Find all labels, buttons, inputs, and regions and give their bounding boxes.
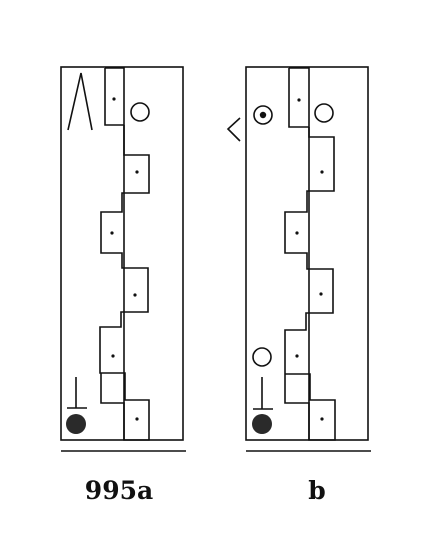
panel-b-strip-left-edge bbox=[288, 68, 309, 128]
panel-b-stem-bar-mark bbox=[253, 377, 273, 410]
panel-b-open-circle-top bbox=[314, 103, 334, 123]
panel-b-frame bbox=[245, 66, 369, 441]
panel-b-stepped-strip bbox=[284, 67, 336, 441]
panel-b-dot bbox=[295, 354, 299, 358]
panel-a-stepped-strip bbox=[99, 67, 150, 441]
panel-b-filled-circle-bottom bbox=[252, 414, 272, 434]
panel-b-dot bbox=[320, 170, 324, 174]
panel-b-dot bbox=[320, 417, 324, 421]
panel-a-dot bbox=[133, 293, 137, 297]
panel-b-open-circle-bottom bbox=[252, 347, 272, 367]
panel-b-dot bbox=[295, 231, 299, 235]
panel-b-label: b bbox=[308, 476, 326, 505]
panel-a-stem-bar-mark bbox=[67, 377, 87, 409]
panel-b-dotted-circle-top bbox=[253, 105, 273, 125]
panel-a-dot bbox=[135, 170, 139, 174]
panel-a-label: 995a bbox=[84, 476, 154, 505]
panel-a-open-circle-top bbox=[130, 102, 150, 122]
panel-a-frame bbox=[60, 66, 184, 441]
panel-a-strip-left-edge bbox=[104, 68, 124, 126]
panel-a-filled-circle-bottom bbox=[66, 414, 86, 434]
panel-b-angle-mark bbox=[226, 117, 241, 142]
panel-a-long-line-mark bbox=[67, 72, 93, 131]
panel-a-dot bbox=[112, 97, 116, 101]
panel-b-dot bbox=[297, 98, 301, 102]
panel-b bbox=[226, 66, 371, 452]
panel-b-dot bbox=[319, 292, 323, 296]
panel-a-dot bbox=[110, 231, 114, 235]
panel-a-dot bbox=[111, 354, 115, 358]
panel-a-dot bbox=[135, 417, 139, 421]
panel-b-dotted-circle-center bbox=[259, 111, 267, 119]
panel-a bbox=[60, 66, 186, 452]
